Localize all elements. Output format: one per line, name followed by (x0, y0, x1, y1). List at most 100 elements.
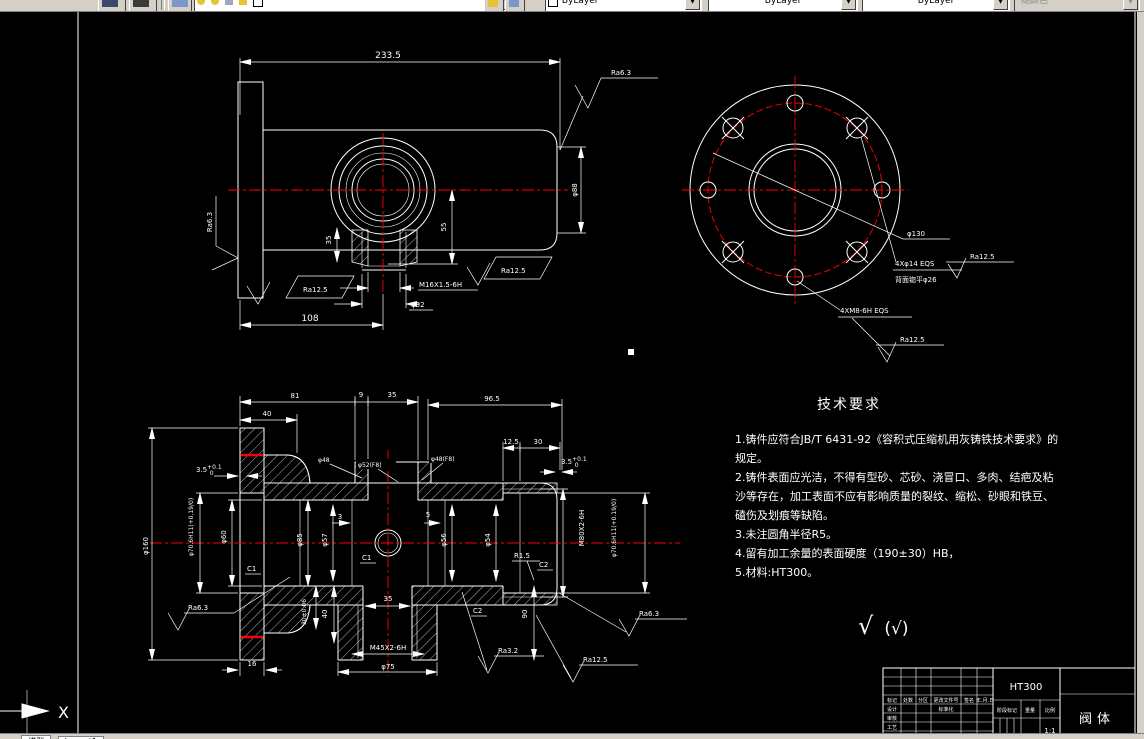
tech-req-line: 4.留有加工余量的表面硬度（190±30）HB， (735, 547, 960, 560)
dim-96-5: 96.5 (484, 395, 500, 403)
layers-icon (172, 0, 188, 7)
dim-step5: 5 (426, 511, 430, 519)
tb-label-doc-no: 更改文件号 (933, 697, 958, 704)
tech-req-line: 磕伤及划痕等缺陷。 (735, 509, 834, 522)
window-right-edge (1137, 0, 1144, 739)
side-view: 233.5 35 55 M16X1.5-6H φ32 108 φ88 Ra6.3… (206, 51, 658, 330)
tb-label-check: 审核 (887, 715, 897, 722)
dim-thread-m16: M16X1.5-6H (419, 281, 462, 289)
tab-model[interactable]: 模型 (21, 735, 52, 739)
tb-label-mark: 标记 (887, 697, 897, 704)
toolbar-button-2[interactable] (129, 0, 157, 11)
dim-30-tol: 30±0.06 (301, 599, 308, 625)
tech-req-line: 5.材料:HT300。 (735, 566, 819, 579)
dim-step3: 3 (338, 513, 342, 521)
linetype-control-combo[interactable]: ByLayer ▼ (708, 0, 858, 11)
callout-tapped-holes: 4XM8-6H EQS (840, 307, 889, 315)
tech-req-title: 技术要求 (817, 397, 881, 413)
layer-previous-button[interactable] (505, 0, 525, 11)
dim-bore56: φ56 (440, 533, 448, 547)
ra-mark-section-left: Ra6.3 (188, 604, 208, 612)
linetype-combo-arrow[interactable]: ▼ (841, 0, 856, 10)
ra-mark-32: Ra3.2 (498, 647, 518, 655)
title-block: HT300 阀体 标记 处数 分区 更改文件号 签名 年.月.日 设计 标准化 … (882, 667, 1136, 739)
dim-30: 30 (534, 438, 543, 446)
ra-mark-left: Ra6.3 (206, 212, 214, 232)
dim-bolt-circle: φ130 (907, 230, 925, 238)
tech-req-line: 沙等存在，加工表面不应有影响质量的裂纹、缩松、砂眼和铁豆、 (735, 490, 1054, 503)
tb-scale-value: 1:1 (1044, 727, 1055, 735)
color-control-combo[interactable]: ByLayer ▼ (545, 0, 702, 11)
ra-mark-boss-left: Ra12.5 (303, 286, 328, 294)
flange-view: φ130 4Xφ14 EQS 背面锪平φ26 Ra12.5 4XM8-6H EQ… (682, 76, 1014, 363)
dim-9: 9 (359, 391, 363, 399)
tb-label-design: 设计 (887, 706, 897, 713)
grip-point[interactable] (628, 349, 634, 355)
tech-req-line: 1.铸件应符合JB/T 6431-92《容积式压缩机用灰铸铁技术要求》的 (735, 433, 1059, 446)
tech-req-line: 2.铸件表面应光洁，不得有型砂、芯砂、浇冒口、多肉、结疤及粘 (735, 471, 1054, 484)
top-toolbar: ▼ ByLayer ▼ ByLayer ▼ ByLayer ▼ 随颜色 ▼ (0, 0, 1144, 12)
color-swatch-icon (548, 0, 558, 7)
callout-d52: φ52(F8) (358, 462, 382, 469)
ra-mark-125-bottom: Ra12.5 (583, 656, 608, 664)
layer-combo[interactable]: ▼ (194, 0, 512, 11)
make-layer-current-button[interactable] (484, 0, 504, 11)
color-combo-arrow[interactable]: ▼ (685, 0, 700, 10)
tb-label-date: 年.月.日 (976, 697, 994, 704)
chamfer-c2-b: C2 (473, 607, 482, 615)
toolbar-button-1[interactable] (98, 0, 126, 11)
tb-label-stage: 阶段标记 (997, 707, 1017, 714)
plotstyle-combo-value: 随颜色 (1021, 0, 1049, 6)
lineweight-combo-arrow[interactable]: ▼ (993, 0, 1008, 10)
tb-label-weight: 重量 (1025, 707, 1035, 714)
dim-90: 90 (521, 610, 529, 619)
dim-flange-od: φ160 (142, 537, 150, 555)
tech-req-line: 3.未注圆角半径R5。 (735, 528, 838, 541)
dim-35-bottom: 35 (384, 595, 393, 603)
layer-color-swatch (252, 0, 263, 7)
toolbar-button-2-icon (133, 0, 149, 7)
blue-layers-icon (509, 0, 519, 7)
dim-bore57: φ57 (321, 533, 329, 547)
ucs-icon: X (0, 690, 69, 734)
plotstyle-combo-arrow: ▼ (1123, 0, 1138, 10)
dim-bore-h11-left: φ70.6H11(+0.19/0) (188, 498, 195, 556)
plotstyle-control-combo: 随颜色 ▼ (1014, 0, 1140, 11)
ra-mark-boss-right: Ra12.5 (501, 267, 526, 275)
section-view-geometry (150, 427, 680, 676)
callout-d48: φ48 (318, 457, 330, 464)
lineweight-combo-value: ByLayer (917, 0, 955, 6)
yellow-tool-icon (488, 0, 498, 7)
side-view-geometry (228, 81, 568, 299)
chamfer-c2-a: C2 (539, 561, 548, 569)
lock-icon (238, 0, 247, 5)
ra-mark-flange-bottom: Ra12.5 (900, 336, 925, 344)
callout-spotface: 背面锪平φ26 (895, 275, 937, 284)
linetype-combo-value: ByLayer (764, 0, 802, 6)
lineweight-control-combo[interactable]: ByLayer ▼ (862, 0, 1010, 11)
color-combo-value: ByLayer (561, 0, 599, 6)
ra-mark-top: Ra6.3 (611, 69, 631, 77)
tb-label-zone: 分区 (918, 697, 928, 704)
dim-fillet-r15: R1.5 (514, 552, 530, 560)
dim-boss-d75: φ75 (381, 663, 395, 671)
layer-properties-button[interactable] (168, 0, 192, 11)
dim-81: 81 (291, 392, 300, 400)
dim-bore-d88: φ88 (571, 183, 579, 197)
dim-height-55: 55 (440, 223, 448, 232)
dim-base-108: 108 (301, 314, 318, 324)
toolbar-separator (161, 0, 165, 10)
callout-d48b: φ48(F8) (431, 456, 455, 463)
toolbar-button-1-icon (102, 0, 118, 7)
unlock-icon (224, 0, 233, 5)
tb-label-scale: 比例 (1045, 707, 1055, 714)
dim-40-top: 40 (263, 410, 272, 418)
title-block-part-name: 阀体 (1079, 712, 1115, 727)
tab-scroll-arrows[interactable]: ◂ ▸ (4, 737, 15, 739)
tab-layout1[interactable]: Layout1 (57, 736, 104, 739)
